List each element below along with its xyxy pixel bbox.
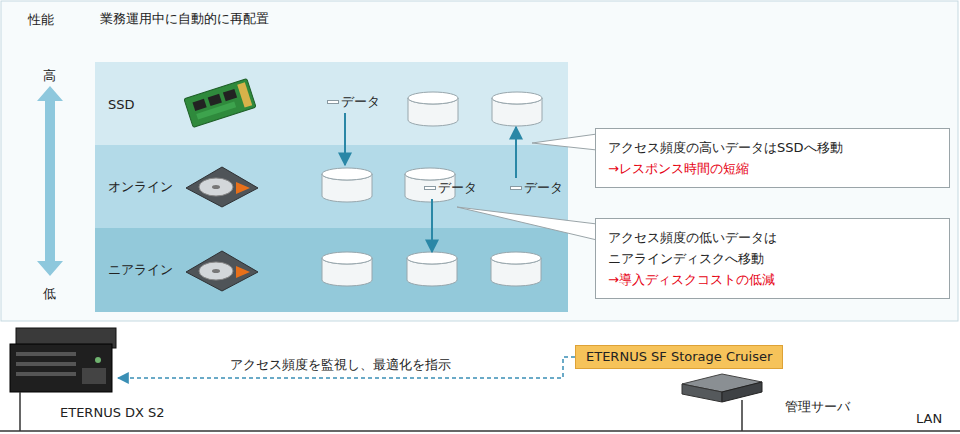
callout-tail	[457, 134, 597, 240]
hdd-icon	[212, 185, 220, 189]
node-text: アクセス頻度の高いデータはSSDへ移動	[608, 137, 868, 158]
move-arrow	[345, 113, 516, 252]
hdd-icon	[199, 262, 233, 280]
lan-wire	[741, 400, 743, 431]
plain-label: 低	[43, 285, 56, 303]
disk-cylinder	[491, 252, 541, 264]
move-arrow	[515, 127, 517, 178]
dashed-connector	[118, 357, 575, 378]
disk-cylinder	[322, 168, 372, 202]
tier-band	[95, 62, 568, 145]
node-text: ETERNUS DX S2	[60, 405, 165, 420]
disk-cylinder	[407, 252, 457, 264]
disk-cylinder	[322, 252, 372, 286]
node-text: SSD	[108, 96, 135, 111]
hdd-icon	[186, 167, 258, 207]
tier-band	[95, 62, 568, 312]
plain-label: 管理サーバ	[785, 398, 850, 416]
connector-label: アクセス頻度を監視し、最適化を指示	[226, 356, 455, 374]
node-note: →レスポンス時間の短縮	[608, 158, 868, 179]
ssd-icon	[196, 102, 236, 120]
disk-cylinder	[408, 92, 458, 104]
hdd-icon	[199, 178, 233, 196]
ssd-icon	[208, 94, 222, 106]
move-arrow	[344, 113, 346, 165]
data-box: データ	[327, 100, 339, 104]
tier-band: データ SSD	[95, 62, 568, 145]
node-text: データ	[341, 94, 380, 110]
disk-cylinder	[322, 92, 542, 286]
node-text: オンライン	[108, 178, 173, 196]
disk-cylinder	[408, 92, 458, 126]
server-device	[682, 384, 722, 402]
outer-panel	[1, 1, 958, 321]
tier-band	[95, 228, 568, 312]
tier-band: ニアライン	[95, 228, 568, 312]
lan-wire	[19, 392, 21, 431]
node-text: データ	[524, 180, 563, 196]
hdd-icon	[186, 251, 258, 291]
lan-wire	[0, 392, 960, 431]
disk-cylinder	[405, 168, 455, 180]
callout-box: アクセス頻度の高いデータはSSDへ移動→レスポンス時間の短縮	[595, 128, 950, 188]
storage-device	[95, 357, 101, 363]
server-device	[682, 374, 762, 402]
storage-node: ETERNUS DX S2	[8, 325, 118, 400]
lan-wire	[0, 430, 960, 432]
performance-arrow	[37, 86, 63, 276]
diagram-title: 業務運用中に自動的に再配置	[100, 10, 269, 28]
node-text: データ	[438, 180, 477, 196]
storage-device	[16, 372, 76, 376]
storage-device	[16, 352, 76, 356]
server-device	[722, 382, 762, 402]
disk-cylinder	[491, 252, 541, 286]
hdd-icon	[186, 167, 258, 207]
disk-cylinder	[322, 168, 372, 180]
hdd-icon	[236, 266, 250, 278]
tier-band: データデータオンライン	[95, 145, 568, 228]
node-text: ニアライン	[108, 261, 173, 279]
callout-tail	[457, 207, 597, 240]
storage-device	[10, 344, 112, 392]
hdd-icon	[212, 269, 220, 273]
ssd-icon	[184, 79, 256, 128]
callout-tail	[532, 134, 597, 150]
ssd-icon	[192, 99, 206, 111]
storage-device	[10, 328, 116, 392]
plain-label: LAN	[916, 411, 942, 426]
ssd-icon	[184, 79, 256, 128]
plain-label: 性能	[28, 11, 54, 29]
software-box: ETERNUS SF Storage Cruiser	[575, 345, 783, 369]
hdd-icon	[186, 251, 258, 291]
plain-label: 高	[43, 67, 56, 85]
data-box: データ	[424, 186, 436, 190]
hdd-icon	[236, 182, 250, 194]
disk-cylinder	[407, 252, 457, 286]
storage-device	[82, 368, 106, 384]
data-box: データ	[510, 186, 522, 190]
node-note: →導入ディスクコストの低減	[608, 269, 868, 290]
disk-cylinder	[492, 92, 542, 126]
storage-device	[16, 362, 76, 366]
node-text: ETERNUS SF Storage Cruiser	[586, 349, 772, 365]
node-text: アクセス頻度の低いデータは ニアラインディスクへ移動	[608, 227, 868, 269]
ssd-icon	[237, 82, 252, 107]
callout-box: アクセス頻度の低いデータは ニアラインディスクへ移動→導入ディスクコストの低減	[595, 218, 950, 299]
move-arrow	[431, 199, 433, 252]
disk-cylinder	[492, 92, 542, 104]
disk-cylinder	[322, 252, 372, 264]
ssd-icon	[223, 89, 237, 101]
